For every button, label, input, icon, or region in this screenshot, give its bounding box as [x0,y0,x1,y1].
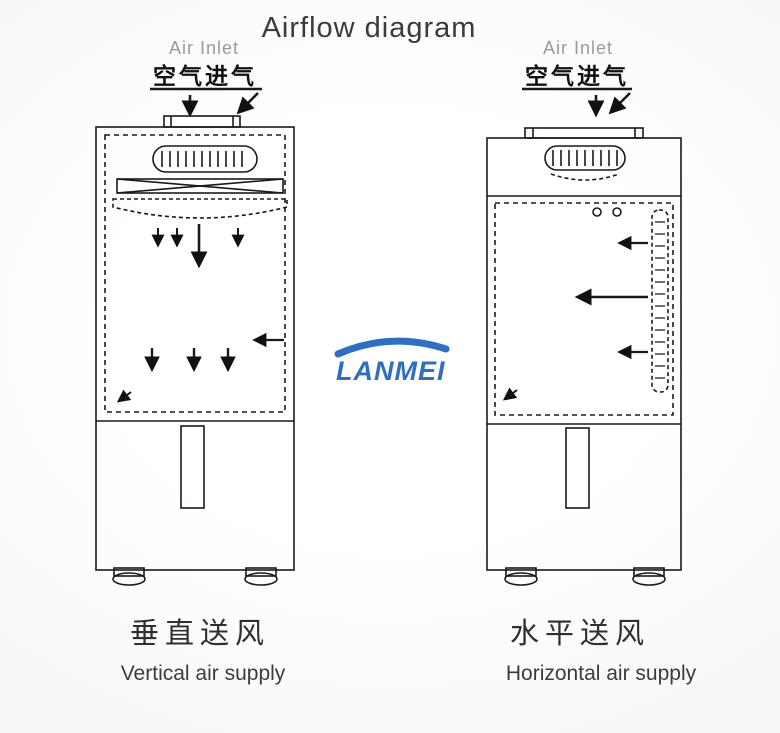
right-caption-cn: 水平送风 [509,618,651,650]
right-horizontal-arrows [574,235,648,360]
right-inlet-angled-arrow [608,92,631,115]
right-top-lid [524,127,644,139]
left-machine-drawing [95,115,295,586]
right-fan-coil-ticks [552,150,618,166]
left-inlet-angled-arrow [236,92,259,115]
left-inlet-arrows [150,87,262,118]
left-inlet-collar [163,115,241,128]
left-diagonal-arrow [116,389,132,403]
left-caption-en: Vertical air supply [120,662,286,685]
right-diagonal-arrow [502,387,518,401]
right-base-column [565,427,590,509]
left-air-inlet-label: Air Inlet [168,38,240,58]
left-fan-coil-ticks [161,151,243,167]
right-fan-coil [544,145,626,171]
left-upper-down-arrows [151,224,245,269]
left-base-column [180,425,205,509]
page-title: Airflow diagram [261,12,477,44]
right-knob-2 [612,207,622,217]
right-air-inlet-label: Air Inlet [542,38,614,58]
right-grille-ticks [655,221,665,379]
left-diffuser-tray [112,198,288,219]
left-louver [116,178,284,194]
lanmei-logo: LANMEI [336,356,446,386]
left-lower-down-arrows [144,348,236,373]
left-air-inlet-cn-label: 空气进气 [153,63,257,89]
left-feet [112,567,278,586]
right-inner-panel [494,202,674,416]
left-caption-cn: 垂直送风 [129,618,271,650]
right-air-inlet-cn-label: 空气进气 [525,63,629,89]
right-inlet-arrows [522,87,632,118]
right-feet [504,567,666,586]
right-caption-en: Horizontal air supply [505,662,697,685]
right-machine-drawing [486,127,682,586]
right-grille-channel [651,209,669,393]
right-knob-1 [592,207,602,217]
right-fan-dashed-arc [550,173,620,181]
left-fan-coil [152,145,258,173]
left-inner-panel [104,134,286,413]
lanmei-swoosh-icon [334,337,450,358]
